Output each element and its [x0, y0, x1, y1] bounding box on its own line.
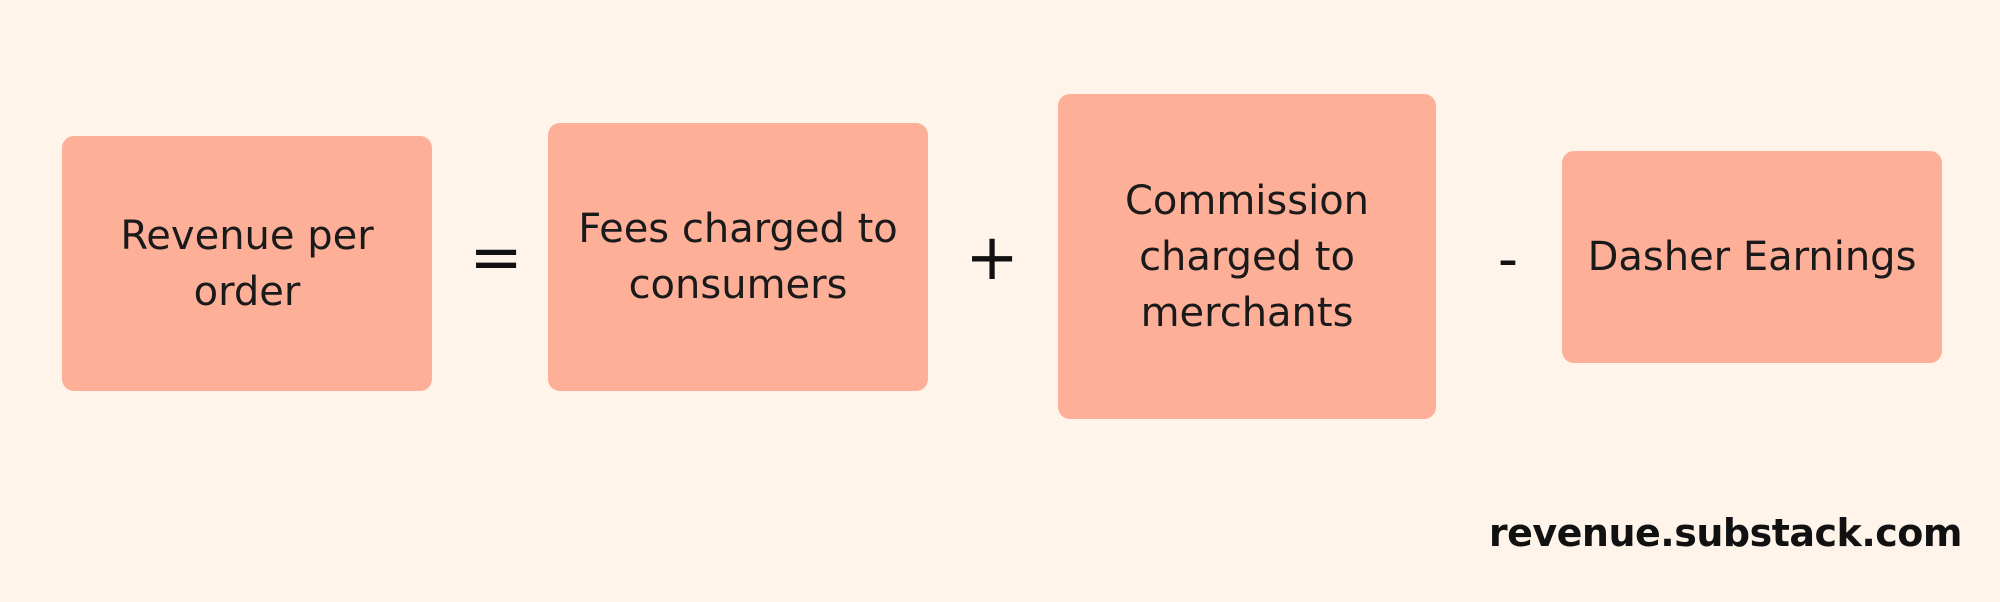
fees-charged-to-consumers-label: Fees charged to consumers	[578, 206, 898, 308]
dasher-earnings-label: Dasher Earnings	[1587, 234, 1917, 280]
revenue-per-order-label: Revenue per order	[120, 212, 374, 315]
equals-operator: =	[469, 221, 523, 295]
minus-operator: -	[1497, 227, 1519, 292]
revenue-per-order-box: Revenue per order	[62, 136, 432, 391]
plus-operator: +	[965, 221, 1019, 295]
dasher-earnings-box: Dasher Earnings	[1562, 151, 1942, 363]
footer-brand-link-text: revenue.substack.com	[1488, 511, 1963, 555]
commission-charged-to-merchants-box: Commission charged to merchants	[1058, 94, 1436, 419]
fees-charged-to-consumers-box: Fees charged to consumers	[548, 123, 928, 391]
commission-charged-to-merchants-label: Commission charged to merchants	[1124, 177, 1370, 336]
